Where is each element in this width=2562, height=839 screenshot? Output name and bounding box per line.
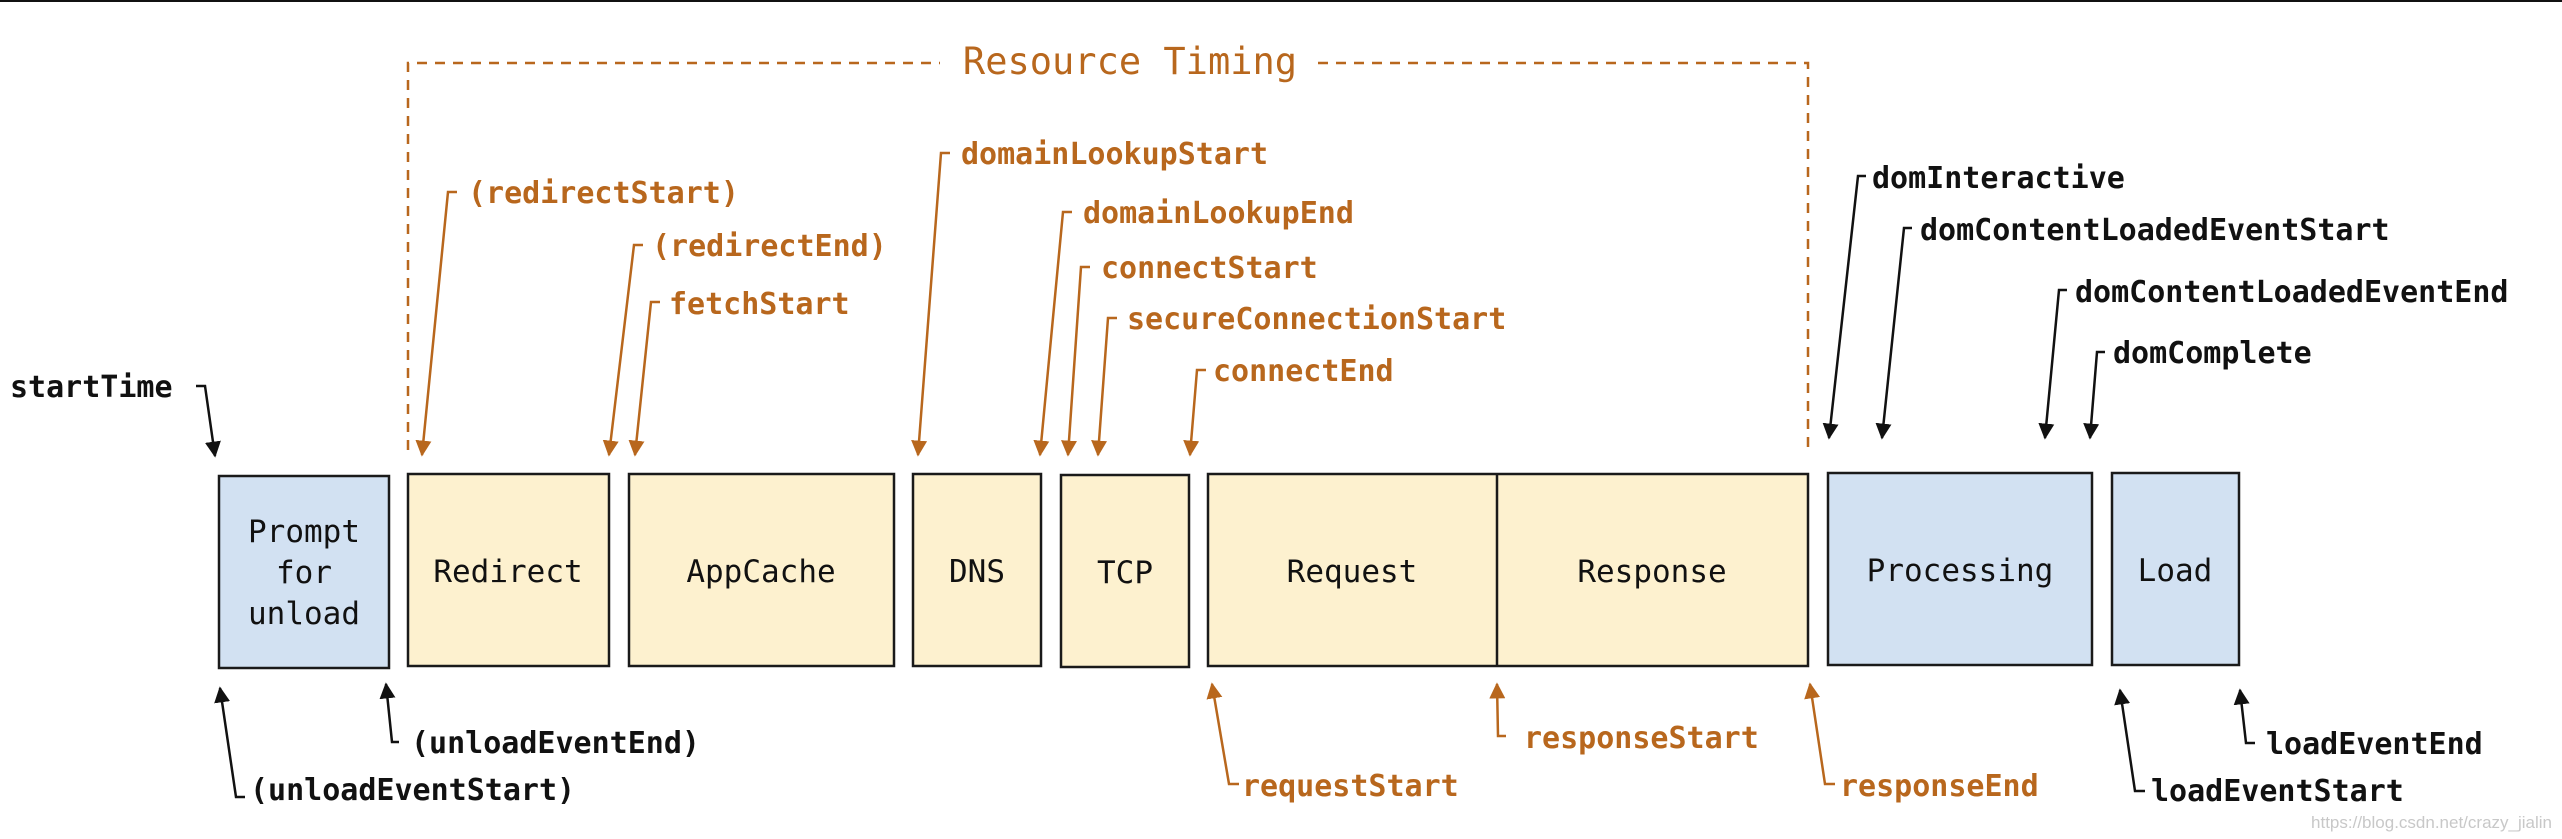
arrow-start-time	[196, 384, 221, 458]
label-domain-lookup-end: domainLookupEnd	[1083, 196, 1354, 231]
arrow-unload-event-start	[214, 686, 245, 799]
label-connect-start: connectStart	[1101, 251, 1318, 286]
box-appcache-label: AppCache	[686, 554, 835, 590]
resource-timing-title: Resource Timing	[963, 40, 1297, 83]
box-tcp-label: TCP	[1097, 555, 1153, 591]
box-processing: Processing	[1826, 471, 2094, 667]
phase-boxes: Prompt for unload Redirect AppCache DNS …	[217, 471, 2241, 670]
label-load-event-end: loadEventEnd	[2266, 727, 2483, 762]
box-response-label: Response	[1577, 554, 1726, 590]
arrow-load-event-start	[2114, 688, 2145, 793]
label-unload-event-start: (unloadEventStart)	[250, 773, 575, 808]
navigation-labels: startTime (unloadEventStart) (unloadEven…	[10, 161, 2508, 809]
arrow-connect-start	[1061, 265, 1090, 457]
label-dom-complete: domComplete	[2113, 336, 2312, 371]
arrow-dom-interactive	[1822, 174, 1866, 440]
box-prompt-line-2: for	[276, 555, 332, 591]
watermark-text: https://blog.csdn.net/crazy_jialin	[2311, 813, 2552, 832]
arrow-load-event-end	[2233, 688, 2255, 745]
box-load: Load	[2110, 471, 2241, 667]
resource-arrows-bottom	[1206, 682, 1835, 786]
label-request-start: requestStart	[1242, 769, 1459, 804]
arrow-secure-connection-start	[1091, 316, 1117, 457]
box-prompt-line-3: unload	[248, 596, 360, 632]
arrow-request-start	[1206, 682, 1239, 786]
box-prompt-line-1: Prompt	[248, 514, 360, 550]
label-dom-interactive: domInteractive	[1872, 161, 2125, 196]
resource-labels: (redirectStart) (redirectEnd) fetchStart…	[468, 137, 2039, 804]
arrow-domain-lookup-start	[911, 151, 950, 457]
box-dns: DNS	[911, 472, 1043, 668]
label-redirect-start: (redirectStart)	[468, 176, 739, 211]
box-redirect-label: Redirect	[433, 554, 582, 590]
arrow-unload-event-end	[379, 682, 399, 744]
arrow-dom-content-loaded-event-start	[1875, 226, 1912, 440]
box-load-label: Load	[2138, 553, 2213, 589]
box-request-label: Request	[1287, 554, 1418, 590]
arrow-connect-end	[1183, 368, 1206, 457]
label-unload-event-end: (unloadEventEnd)	[411, 726, 700, 761]
arrow-redirect-end	[602, 243, 643, 457]
resource-arrows	[415, 151, 1206, 457]
label-connect-end: connectEnd	[1213, 354, 1394, 389]
label-redirect-end: (redirectEnd)	[652, 229, 887, 264]
navigation-arrows	[196, 174, 2255, 799]
label-domain-lookup-start: domainLookupStart	[961, 137, 1268, 172]
label-load-event-start: loadEventStart	[2151, 774, 2404, 809]
arrow-dom-complete	[2083, 350, 2105, 440]
label-fetch-start: fetchStart	[669, 287, 850, 322]
box-prompt-for-unload: Prompt for unload	[217, 474, 391, 670]
box-tcp: TCP	[1059, 473, 1191, 669]
box-request-response: Request Response	[1206, 472, 1810, 668]
label-dom-content-loaded-event-end: domContentLoadedEventEnd	[2075, 275, 2508, 310]
arrow-domain-lookup-end	[1033, 210, 1072, 457]
box-appcache: AppCache	[627, 472, 896, 668]
arrow-fetch-start	[628, 300, 660, 457]
label-response-start: responseStart	[1524, 721, 1759, 756]
resource-timing-bracket: Resource Timing	[406, 40, 1810, 450]
box-redirect: Redirect	[406, 472, 611, 668]
arrow-redirect-start	[415, 190, 457, 457]
arrow-response-start	[1489, 682, 1506, 738]
box-processing-label: Processing	[1867, 553, 2054, 589]
label-response-end: responseEnd	[1840, 769, 2039, 804]
arrow-response-end	[1804, 682, 1835, 786]
box-dns-label: DNS	[949, 554, 1005, 590]
label-dom-content-loaded-event-start: domContentLoadedEventStart	[1920, 213, 2390, 248]
bracket-dashed-line	[406, 61, 1810, 450]
label-start-time: startTime	[10, 370, 173, 405]
label-secure-connection-start: secureConnectionStart	[1127, 302, 1506, 337]
arrow-dom-content-loaded-event-end	[2038, 288, 2067, 440]
